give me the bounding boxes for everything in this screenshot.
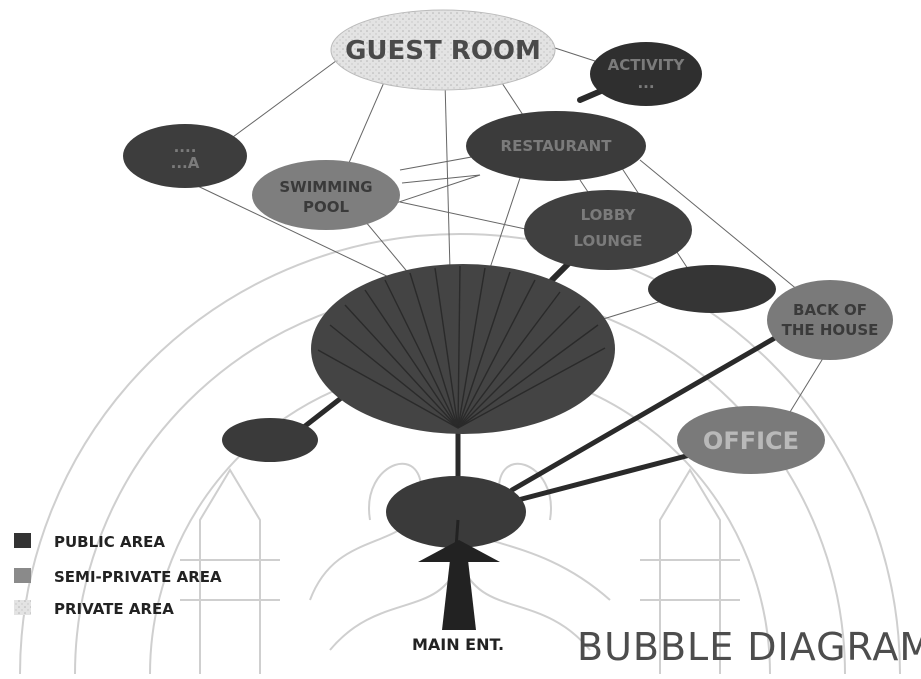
legend-label-public: PUBLIC AREA [54, 533, 165, 551]
guest-room-label: GUEST ROOM [345, 36, 541, 66]
activity-label-1: ACTIVITY [608, 56, 686, 74]
bubble-back-of-house [767, 280, 893, 360]
back-of-house-label-1: BACK OF [793, 301, 867, 319]
swimming-pool-label-2: POOL [303, 198, 349, 216]
legend-label-private: PRIVATE AREA [54, 600, 174, 618]
legend-swatch-private [14, 600, 31, 615]
legend-swatch-semi-private [14, 568, 31, 583]
main-entrance-label: MAIN ENT. [412, 635, 504, 654]
activity-label-2: ... [637, 74, 654, 92]
bubble-small-right [648, 265, 776, 313]
bubble-lobby-lounge [524, 190, 692, 270]
lobby-lounge-label-1: LOBBY [581, 206, 637, 224]
restaurant-label: RESTAURANT [501, 137, 613, 155]
left-upper-label-2: ...A [171, 154, 200, 172]
swimming-pool-label-1: SWIMMING [279, 178, 372, 196]
legend: PUBLIC AREA SEMI-PRIVATE AREA PRIVATE AR… [14, 533, 222, 618]
back-of-house-label-2: THE HOUSE [782, 321, 879, 339]
lobby-lounge-label-2: LOUNGE [573, 232, 642, 250]
office-label: OFFICE [703, 427, 799, 455]
bubble-central-hub [311, 264, 615, 434]
diagram-title: BUBBLE DIAGRAM [577, 625, 921, 669]
bubble-small-left [222, 418, 318, 462]
legend-swatch-public [14, 533, 31, 548]
legend-label-semi-private: SEMI-PRIVATE AREA [54, 568, 222, 586]
